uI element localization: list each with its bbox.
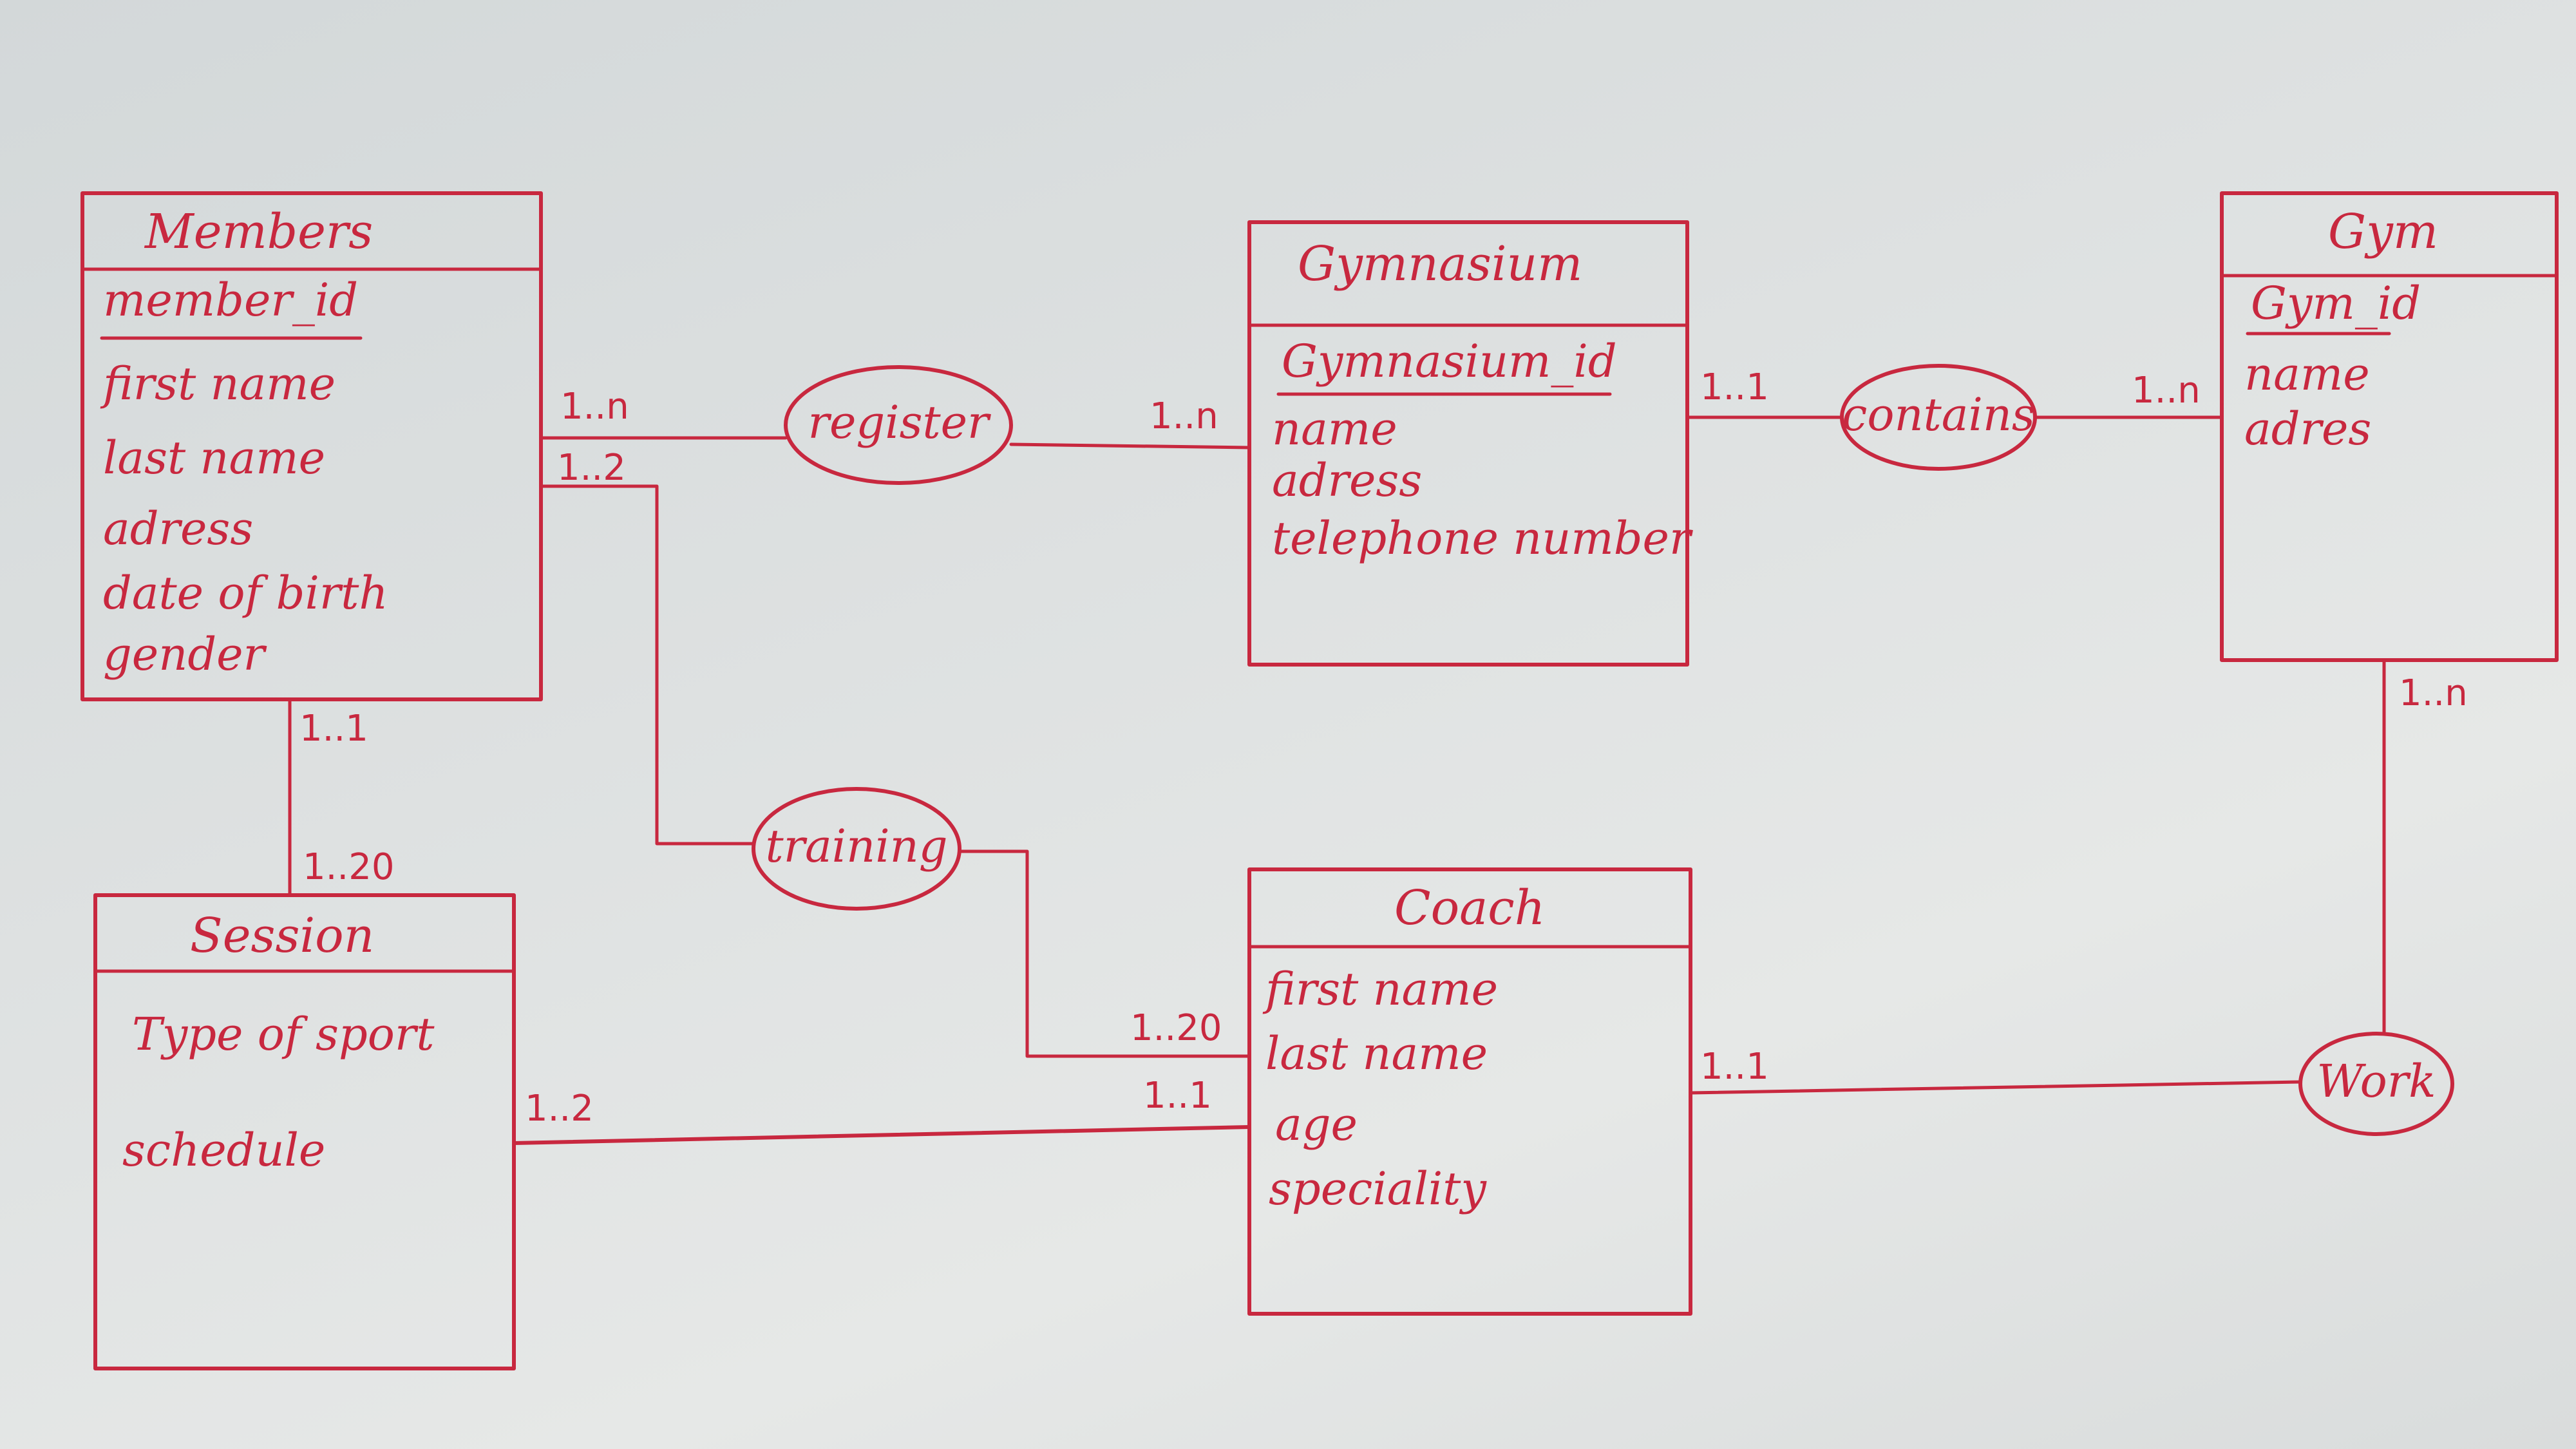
cardinality-label: 1..1 bbox=[1700, 1046, 1769, 1088]
cardinality-label: 1..20 bbox=[1130, 1007, 1222, 1049]
coach-attr: last name bbox=[1265, 1027, 1488, 1080]
cardinality-label: 1..n bbox=[2132, 370, 2201, 412]
members-title: Members bbox=[144, 204, 373, 260]
gym-key: Gym_id bbox=[2251, 277, 2421, 330]
cardinality-label: 1..1 bbox=[1700, 366, 1769, 408]
relation-training: training bbox=[752, 787, 961, 911]
cardinality-label: 1..2 bbox=[525, 1088, 594, 1130]
coach-box bbox=[1247, 867, 1692, 1316]
coach-title: Coach bbox=[1394, 880, 1545, 936]
cardinality-label: 1..n bbox=[560, 386, 629, 428]
cardinality-label: 1..1 bbox=[299, 708, 368, 750]
gymnasium-attr: name bbox=[1272, 402, 1397, 455]
gymnasium-attr: adress bbox=[1272, 454, 1422, 507]
session-title: Session bbox=[190, 908, 374, 963]
gymnasium-attr: telephone number bbox=[1272, 512, 1693, 565]
entity-gym: Gym Gym_id name adres bbox=[2220, 191, 2559, 662]
work-label: Work bbox=[2316, 1055, 2436, 1108]
entity-session: Session Type of sport schedule bbox=[93, 893, 516, 1370]
gym-attr: name bbox=[2244, 348, 2370, 401]
contains-label: contains bbox=[1842, 388, 2035, 441]
coach-attr: speciality bbox=[1269, 1162, 1487, 1215]
members-attr: date of birth bbox=[103, 567, 388, 620]
members-attr: last name bbox=[103, 431, 325, 484]
session-box bbox=[93, 893, 516, 1370]
members-attr: adress bbox=[103, 502, 253, 555]
gymnasium-key: Gymnasium_id bbox=[1282, 335, 1617, 388]
coach-work-line bbox=[1689, 1080, 2302, 1095]
coach-attr: age bbox=[1275, 1098, 1358, 1151]
entity-gymnasium: Gymnasium Gymnasium_id name adress telep… bbox=[1247, 220, 1693, 667]
gym-box bbox=[2220, 191, 2559, 662]
register-ellipse bbox=[784, 365, 1013, 485]
register-gymnasium-line bbox=[1009, 442, 1251, 450]
session-attr: schedule bbox=[122, 1124, 325, 1177]
work-ellipse bbox=[2298, 1032, 2454, 1136]
gym-title: Gym bbox=[2328, 204, 2438, 260]
gymnasium-title: Gymnasium bbox=[1298, 236, 1582, 292]
gym-attr: adres bbox=[2244, 402, 2371, 455]
coach-attr: first name bbox=[1262, 963, 1498, 1016]
entity-members: Members member_id first name last name a… bbox=[80, 191, 543, 701]
training-label: training bbox=[765, 820, 947, 873]
members-attr: first name bbox=[100, 357, 336, 410]
cardinality-label: 1..20 bbox=[303, 846, 395, 888]
session-attr: Type of sport bbox=[132, 1008, 435, 1061]
register-label: register bbox=[808, 396, 991, 449]
gymnasium-box bbox=[1247, 220, 1689, 667]
cardinality-label: 1..1 bbox=[1143, 1075, 1212, 1117]
entity-coach: Coach first name last name age specialit… bbox=[1247, 867, 1692, 1316]
members-training-line bbox=[539, 484, 755, 846]
relation-work: Work bbox=[2298, 1032, 2454, 1136]
relation-contains: contains bbox=[1840, 364, 2037, 471]
members-box bbox=[80, 191, 543, 701]
cardinality-label: 1..n bbox=[2399, 672, 2468, 714]
cardinality-label: 1..2 bbox=[557, 447, 626, 489]
cardinality-label: 1..n bbox=[1150, 395, 1218, 437]
session-coach-line bbox=[512, 1125, 1251, 1145]
training-coach-line bbox=[958, 849, 1251, 1058]
training-ellipse bbox=[752, 787, 961, 911]
relation-register: register bbox=[784, 365, 1013, 485]
members-attr: gender bbox=[103, 628, 267, 681]
members-key: member_id bbox=[103, 274, 358, 327]
